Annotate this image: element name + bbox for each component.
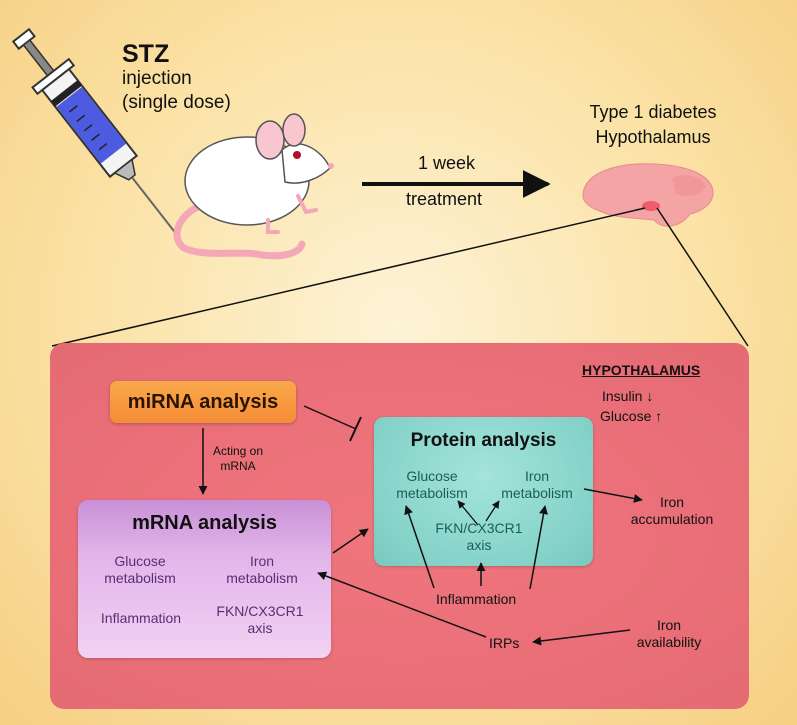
duration-label: 1 week (418, 153, 476, 173)
treatment-label: treatment (406, 189, 483, 209)
panel-heading: HYPOTHALAMUS (582, 362, 701, 378)
protein-glucose-metabolism: Glucose metabolism (396, 468, 468, 501)
brain-icon (582, 163, 714, 227)
protein-analysis-title: Protein analysis (410, 430, 557, 451)
acting-on-mrna-label: Acting on mRNA (213, 444, 264, 473)
inflammation-label: Inflammation (436, 591, 517, 607)
glucose-indicator: Glucose ↑ (600, 408, 663, 424)
syringe-icon (11, 27, 178, 235)
stz-injection-label: injection (122, 68, 192, 89)
mrna-analysis-box (78, 500, 331, 658)
mrna-iron-metabolism: Iron metabolism (226, 553, 298, 586)
protein-fkn-axis: FKN/CX3CR1 axis (435, 520, 523, 553)
stz-dose-label: (single dose) (122, 92, 231, 113)
mouse-icon (173, 113, 334, 260)
type1-diabetes-label: Type 1 diabetes (589, 102, 717, 122)
iron-availability-label: Iron availability (636, 617, 702, 650)
mrna-fkn-axis: FKN/CX3CR1 axis (216, 603, 304, 636)
hypothalamus-label: Hypothalamus (595, 127, 711, 147)
mrna-analysis-title: mRNA analysis (132, 512, 277, 534)
irps-label: IRPs (489, 635, 520, 651)
mrna-glucose-metabolism: Glucose metabolism (104, 553, 176, 586)
mrna-inflammation: Inflammation (100, 610, 182, 626)
iron-accumulation-label: Iron accumulation (630, 494, 714, 527)
insulin-indicator: Insulin ↓ (602, 388, 654, 404)
mirna-analysis-box: miRNA analysis (110, 381, 296, 423)
stz-title: STZ (122, 40, 170, 68)
protein-iron-metabolism: Iron metabolism (501, 468, 573, 501)
